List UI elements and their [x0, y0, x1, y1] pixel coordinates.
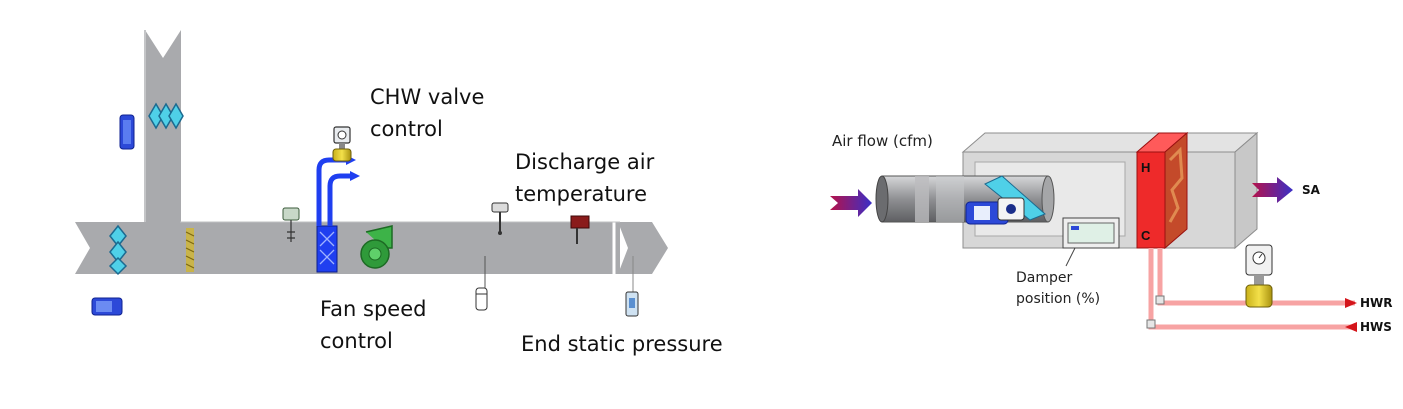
smoke-detector-icon [570, 215, 590, 244]
static-pressure-transmitter-icon [475, 287, 488, 311]
damper-actuator-icon [119, 114, 135, 150]
end-static-pressure-sensor-icon [625, 291, 639, 317]
coil-h-label: H [1141, 160, 1151, 175]
vav-damper-actuator-icon [965, 197, 1025, 225]
hws-label: HWS [1360, 320, 1392, 334]
right-terminal-unit-diagram [830, 131, 1357, 332]
box-right-face [1234, 131, 1258, 250]
air-flow-label: Air flow (cfm) [832, 132, 933, 150]
damper-position-label-line2: position (%) [1016, 291, 1101, 307]
hwr-label: HWR [1360, 296, 1393, 310]
discharge-air-label-line1: Discharge air [515, 150, 655, 174]
chw-supply-pipe [316, 157, 346, 226]
supply-air-arrow [1252, 177, 1293, 203]
chw-return-pipe [327, 173, 350, 226]
fan-speed-label-line2: control [320, 329, 393, 353]
vav-controller-icon [1062, 217, 1120, 249]
heating-coil-icon [1136, 151, 1166, 249]
hw-valve-icon [1245, 244, 1273, 308]
filter-pressure-sensor-icon [282, 207, 300, 242]
supply-fan-icon [360, 225, 393, 269]
fan-speed-label-line1: Fan speed [320, 297, 427, 321]
sa-label: SA [1302, 183, 1320, 197]
filter-icon [185, 228, 195, 272]
duct-end-arrow [618, 222, 668, 274]
chw-valve-label-line1: CHW valve [370, 85, 485, 109]
coil-c-label: C [1141, 228, 1151, 243]
return-damper-icon [148, 102, 184, 130]
return-duct [145, 30, 181, 222]
oa-damper-actuator-icon [91, 297, 123, 316]
box-top-face [961, 132, 1259, 153]
end-static-pressure-label: End static pressure [521, 332, 723, 356]
chw-valve-label-line2: control [370, 117, 443, 141]
cooling-coil-icon [316, 225, 338, 273]
damper-position-label-line1: Damper [1016, 270, 1073, 286]
inlet-flow-arrow [830, 189, 872, 217]
outdoor-damper-icon [108, 224, 128, 276]
left-ahu-diagram [75, 30, 668, 317]
discharge-air-label-line2: temperature [515, 182, 647, 206]
main-duct [75, 222, 620, 274]
chw-valve-icon [332, 126, 352, 162]
discharge-temp-sensor-icon [491, 202, 509, 235]
